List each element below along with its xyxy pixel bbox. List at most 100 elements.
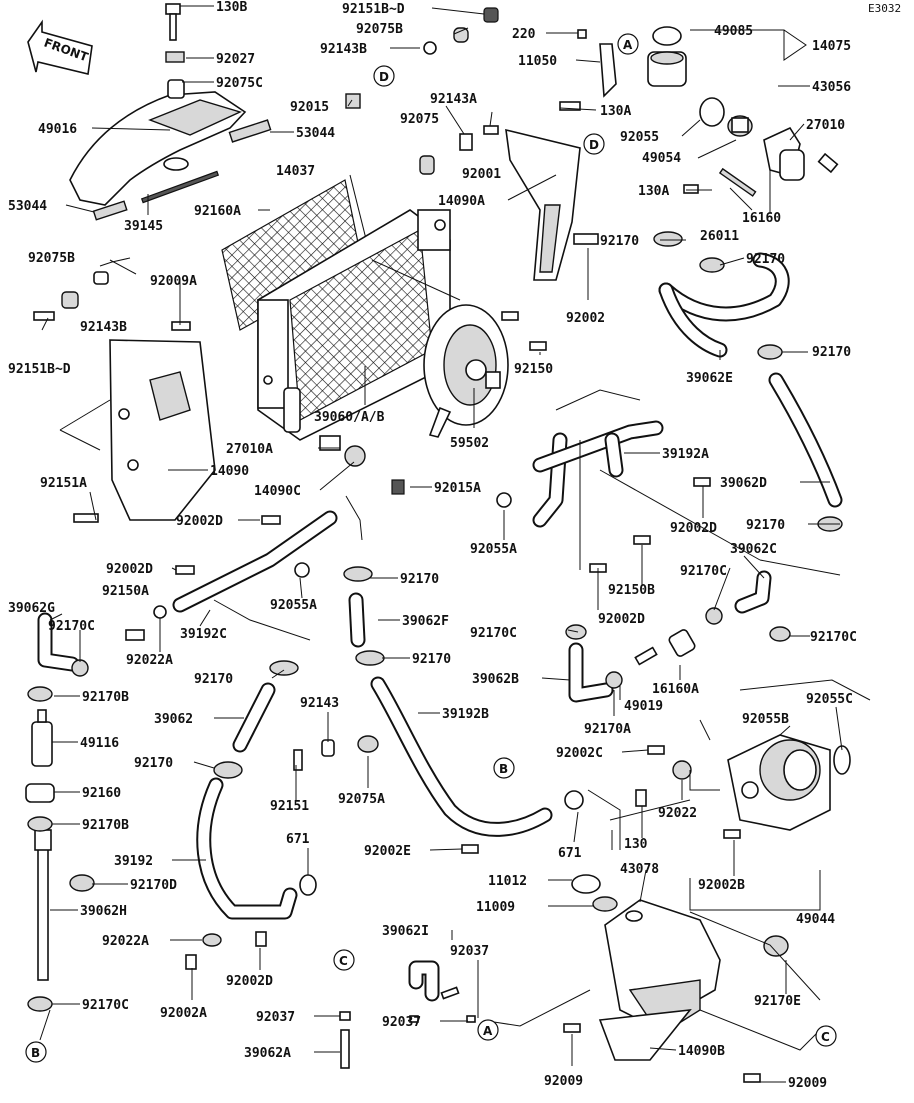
part-label: 92002A — [160, 1006, 207, 1021]
part-label: 92150A — [102, 584, 149, 599]
part-label: 92002D — [670, 521, 717, 536]
part-label: 92075B — [28, 251, 75, 266]
hose-39062b — [568, 642, 614, 703]
part-label: 92151 — [270, 799, 309, 814]
part-label: 39062E — [686, 371, 733, 386]
part-label: 92170D — [130, 878, 177, 893]
part-label: 92015A — [434, 481, 481, 496]
part-label: 39062 — [154, 712, 193, 727]
part-label: 39192 — [114, 854, 153, 869]
ref-circle-b-left: B — [25, 1041, 47, 1063]
part-label: 14037 — [276, 164, 315, 179]
bolt-130b — [165, 3, 181, 41]
hose-39062h — [34, 829, 52, 981]
ref-circle-d-left: D — [373, 65, 395, 87]
part-label: 92143A — [430, 92, 477, 107]
svg-text:D: D — [379, 70, 389, 84]
part-labels: 130B 92027 92075C 49016 53044 53044 3914… — [8, 0, 857, 1091]
part-label: 49085 — [714, 24, 753, 39]
part-label: 92143 — [300, 696, 339, 711]
part-label: 92002B — [698, 878, 745, 893]
part-label: 130A — [638, 184, 669, 199]
rod-26011 — [718, 167, 757, 197]
thermostat — [727, 115, 753, 137]
part-label: 92075B — [356, 22, 403, 37]
pipe-39062a — [340, 1029, 350, 1069]
part-label: 92002D — [598, 612, 645, 627]
gasket-11009 — [592, 896, 618, 912]
part-label: 92001 — [462, 167, 501, 182]
ref-circle-a-top: A — [617, 33, 639, 55]
ref-circle-a-bottom: A — [477, 1019, 499, 1041]
pipe-39192c — [172, 510, 338, 613]
part-label: 92170 — [412, 652, 451, 667]
right-shroud — [505, 128, 581, 281]
part-label: 92037 — [382, 1015, 421, 1030]
part-label: 92002E — [364, 844, 411, 859]
part-label: 92143B — [80, 320, 127, 335]
hose-39062 — [232, 682, 276, 753]
strip-53044-a — [228, 119, 272, 143]
water-pump — [727, 734, 851, 831]
part-label: 92151A — [40, 476, 87, 491]
part-label: 92075 — [400, 112, 439, 127]
radiator-core — [257, 209, 451, 441]
part-label: 53044 — [296, 126, 335, 141]
part-label: 130B — [216, 0, 247, 15]
part-label: 92055C — [806, 692, 853, 707]
part-label: 27010A — [226, 442, 273, 457]
part-label: 92150B — [608, 583, 655, 598]
part-label: 39062D — [720, 476, 767, 491]
part-label: 16160A — [652, 682, 699, 697]
reservoir-tank — [604, 899, 721, 1036]
part-label: 92170A — [584, 722, 631, 737]
cap-11012 — [571, 874, 601, 894]
part-label: 92170B — [82, 818, 129, 833]
part-label: 671 — [558, 846, 582, 861]
part-label: 92170 — [600, 234, 639, 249]
front-arrow-icon: FRONT — [27, 19, 93, 75]
part-label: 92002D — [176, 514, 223, 529]
part-label: 92055A — [470, 542, 517, 557]
part-label: 92002D — [226, 974, 273, 989]
part-label: 92170C — [48, 619, 95, 634]
part-label: 49054 — [642, 151, 681, 166]
part-label: 92150 — [514, 362, 553, 377]
part-label: 92055A — [270, 598, 317, 613]
part-label: 11009 — [476, 900, 515, 915]
svg-text:C: C — [821, 1030, 830, 1044]
part-label: 130 — [624, 837, 648, 852]
part-label: 11050 — [518, 54, 557, 69]
sensor-27010 — [817, 152, 839, 174]
part-label: 92075A — [338, 792, 385, 807]
part-label: 92160A — [194, 204, 241, 219]
svg-text:C: C — [339, 954, 348, 968]
part-label: 53044 — [8, 199, 47, 214]
part-label: 92170C — [680, 564, 727, 579]
part-label: 43078 — [620, 862, 659, 877]
clamp-92160 — [25, 783, 55, 803]
part-label: 43056 — [812, 80, 851, 95]
ref-code: E3032 — [868, 2, 901, 15]
hose-39062i — [408, 960, 440, 1002]
ref-circle-c-mid: C — [333, 949, 355, 971]
part-label: 49016 — [38, 122, 77, 137]
part-label: 92170C — [810, 630, 857, 645]
ref-circle-d-right: D — [583, 133, 605, 155]
part-label: 92022A — [102, 934, 149, 949]
part-label: 92002 — [566, 311, 605, 326]
part-label: 92170 — [746, 252, 785, 267]
svg-text:D: D — [589, 138, 599, 152]
heat-guard-shroud — [69, 51, 247, 206]
hose-39062d — [768, 372, 843, 508]
part-label: 92151B~D — [342, 2, 405, 17]
part-label: 49019 — [624, 699, 663, 714]
part-label: 671 — [286, 832, 310, 847]
part-label: 14090 — [210, 464, 249, 479]
svg-text:A: A — [623, 38, 633, 52]
small-hardware — [27, 7, 843, 1083]
part-label: 92151B~D — [8, 362, 71, 377]
part-label: 92009A — [150, 274, 197, 289]
part-label: 92143B — [320, 42, 367, 57]
